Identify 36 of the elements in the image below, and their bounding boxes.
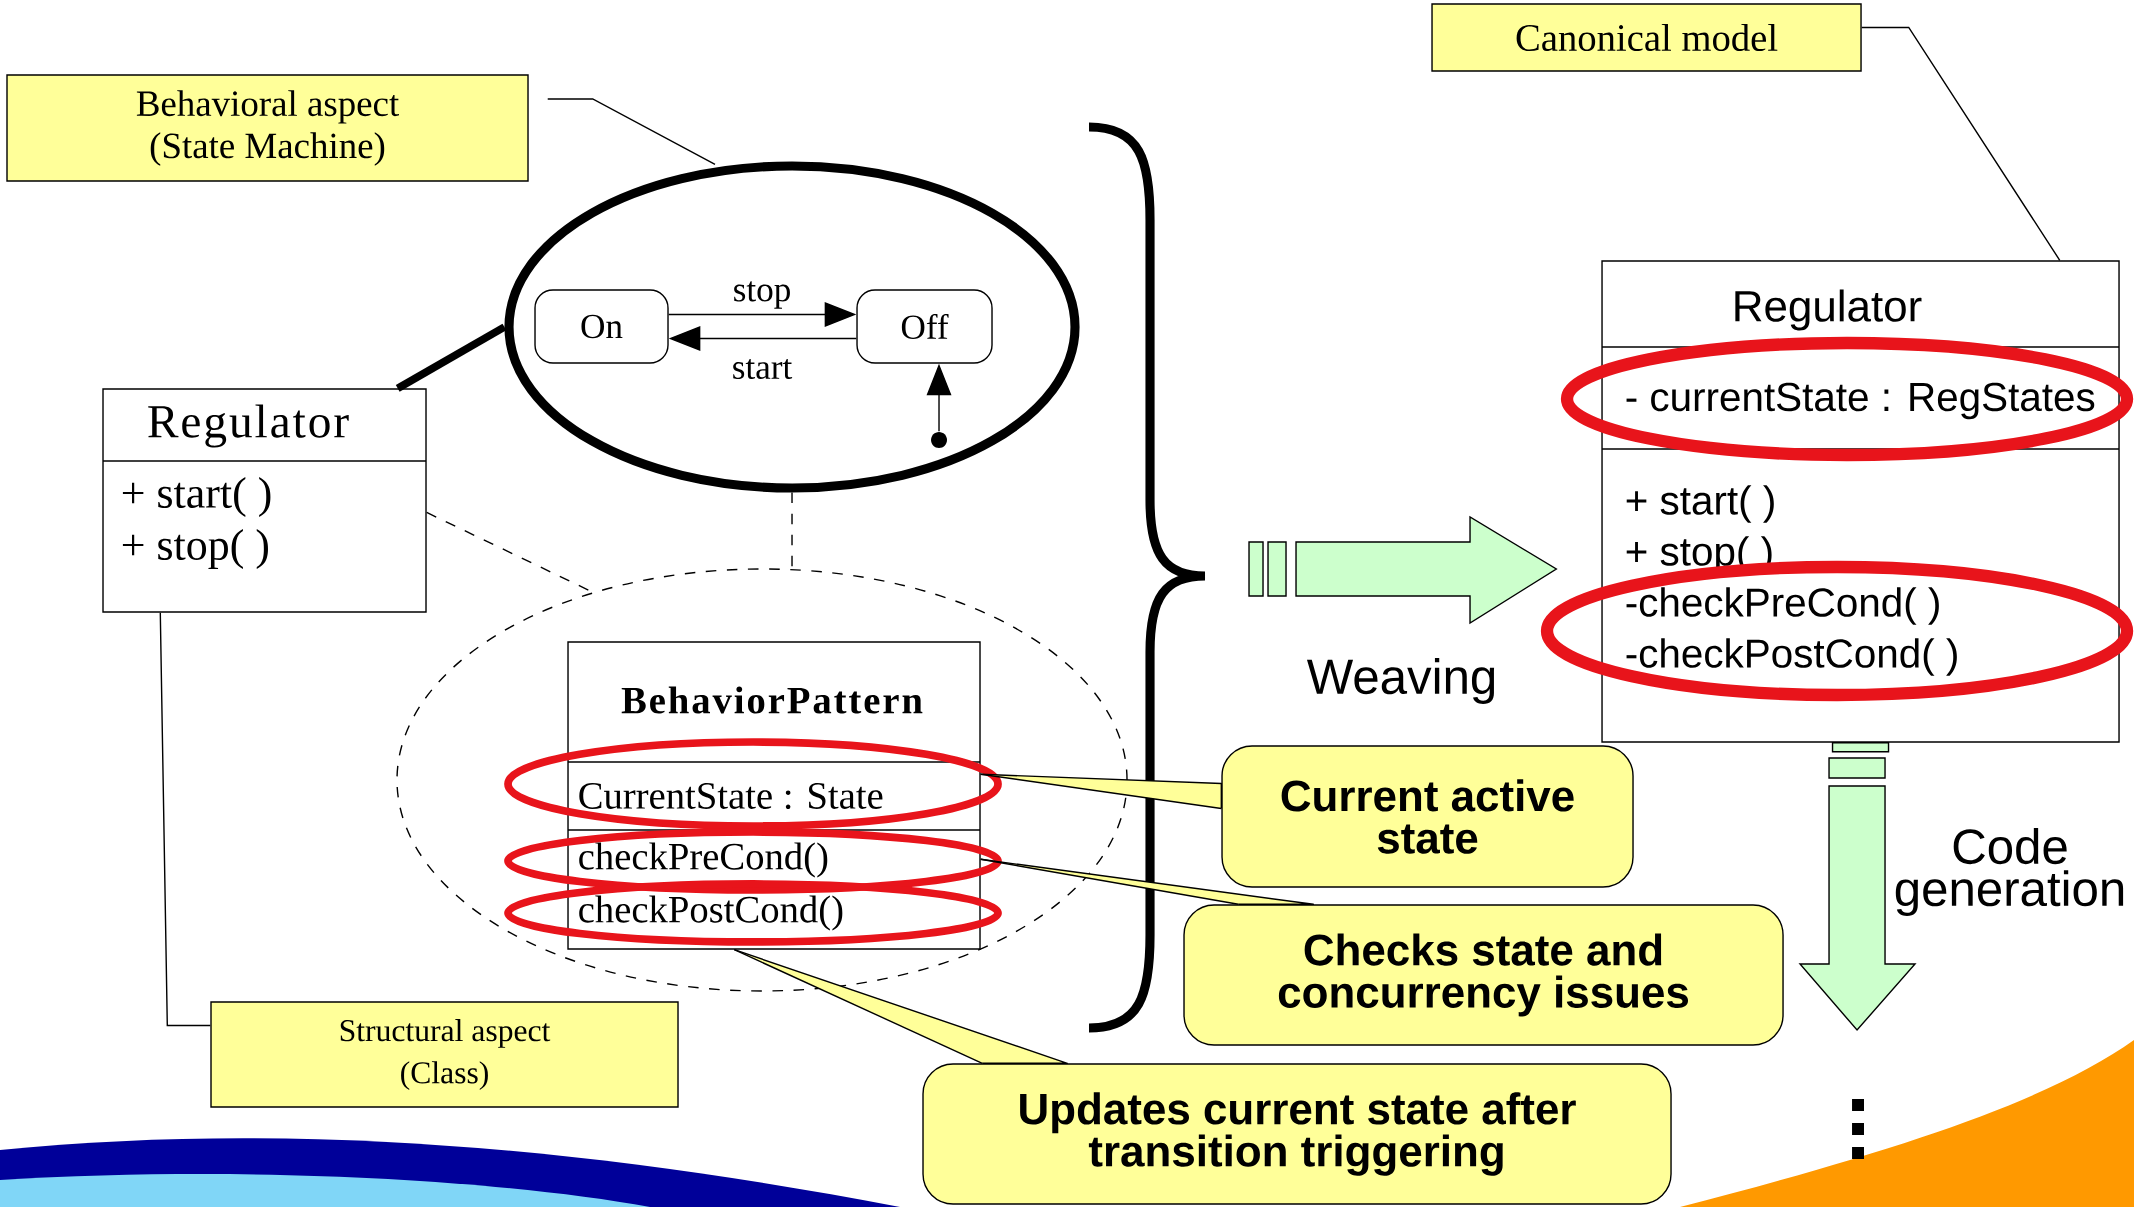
operation-text: checkPostCond() — [579, 895, 843, 931]
dashed-ellipse — [396, 568, 1128, 992]
label-box: Structural aspect (Class) — [210, 1001, 679, 1108]
class-box — [1601, 260, 2120, 743]
callout-pointer — [980, 773, 1223, 810]
attribute-text: CurrentState : State — [579, 782, 883, 810]
operation-text: + stop( ) — [122, 529, 268, 569]
operation-text: + start( ) — [1626, 485, 1774, 523]
operation-text: -checkPreCond( ) — [1626, 587, 1939, 625]
connector-line — [395, 323, 507, 392]
operation-text: + start( ) — [122, 477, 271, 517]
edge-label: stop — [734, 281, 790, 309]
operation-text: checkPreCond() — [579, 842, 828, 878]
class-name: Regulator — [148, 404, 349, 448]
class-name: BehaviorPattern — [621, 686, 923, 714]
state-box: Off — [856, 289, 993, 364]
state-box: On — [534, 289, 669, 364]
edge-label: Weaving — [1306, 658, 1495, 704]
leader-line — [547, 98, 716, 166]
callout-pointer — [980, 858, 1315, 905]
class-box — [102, 388, 427, 613]
attribute-text: - currentState : RegStates — [1626, 382, 2095, 420]
leader-line — [1861, 26, 2061, 261]
dashed-line — [791, 491, 793, 569]
callout-pointer — [733, 949, 1068, 1064]
class-name: Regulator — [1735, 289, 1922, 331]
leader-line — [159, 612, 211, 1027]
block-arrow — [1248, 515, 1558, 625]
edge-label: start — [733, 358, 793, 380]
label-box: Behavioral aspect (State Machine) — [6, 74, 529, 182]
edge-label: Code generation — [1895, 827, 2124, 916]
initial-state-dot — [931, 432, 947, 448]
label-box: Canonical model — [1431, 3, 1862, 72]
block-arrow — [1798, 742, 1917, 1032]
state-machine-ellipse — [504, 161, 1080, 493]
operation-text: -checkPostCond( ) — [1626, 638, 1957, 676]
